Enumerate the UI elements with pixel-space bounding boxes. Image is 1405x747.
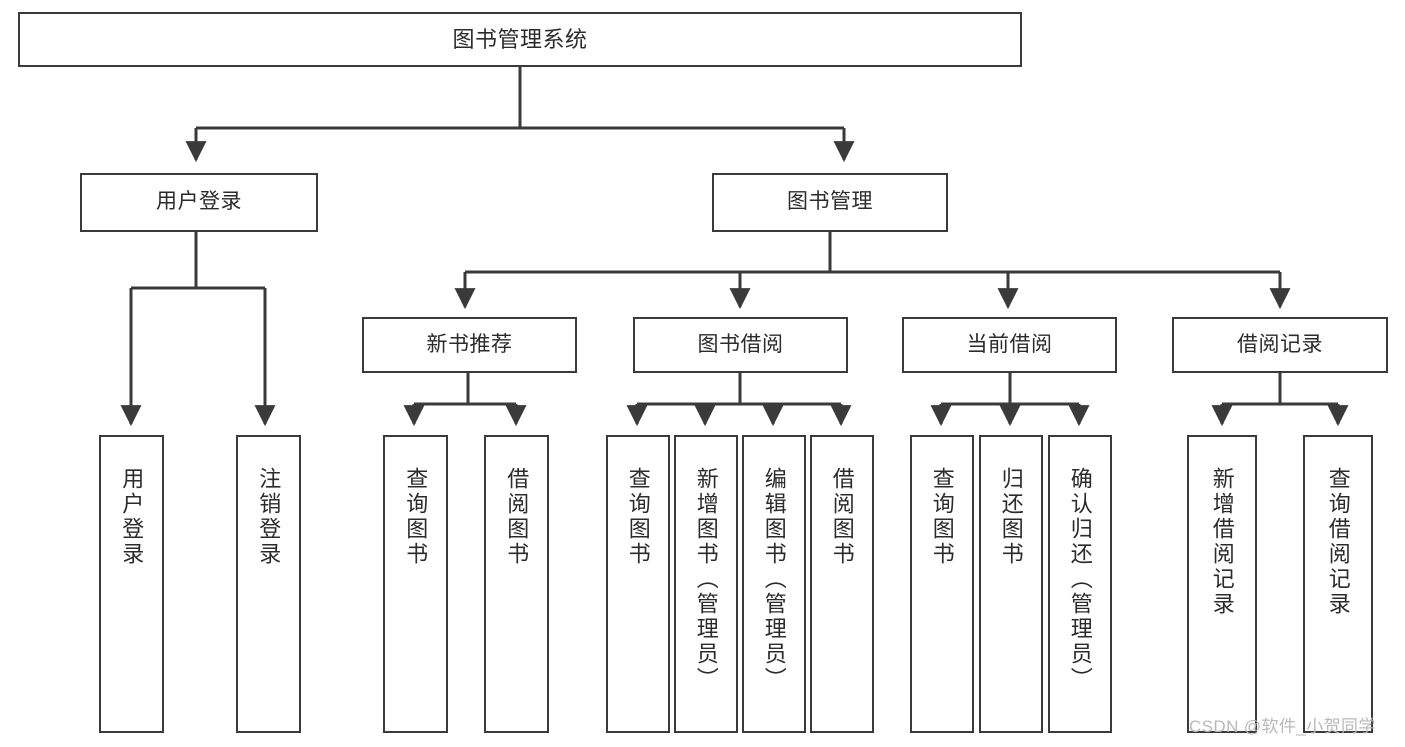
leaf-user-login[interactable]: 用户登录 <box>99 435 164 733</box>
leaf-edit-book-admin[interactable]: 编辑图书（管理员） <box>742 435 806 733</box>
node-label: 借阅图书 <box>504 467 530 567</box>
csdn-watermark: CSDN @软件_小贺同学 <box>1189 717 1376 736</box>
leaf-query-book-recommend[interactable]: 查询图书 <box>383 435 448 733</box>
node-new-book-recommend[interactable]: 新书推荐 <box>362 317 577 373</box>
node-label: 图书借阅 <box>697 332 784 356</box>
node-label: 借阅记录 <box>1237 332 1323 356</box>
leaf-add-book-admin[interactable]: 新增图书（管理员） <box>674 435 738 733</box>
node-label: 图书管理系统 <box>452 26 588 52</box>
leaf-return-book[interactable]: 归还图书 <box>979 435 1043 733</box>
node-user-login[interactable]: 用户登录 <box>80 173 318 232</box>
leaf-query-book-borrow[interactable]: 查询图书 <box>606 435 670 733</box>
node-label: 借阅图书 <box>829 467 855 567</box>
node-label: 新增图书（管理员） <box>693 467 719 692</box>
node-borrow-record[interactable]: 借阅记录 <box>1172 317 1388 373</box>
node-root-library-system[interactable]: 图书管理系统 <box>18 12 1022 67</box>
node-label: 归还图书 <box>998 467 1024 567</box>
leaf-borrow-book-recommend[interactable]: 借阅图书 <box>484 435 549 733</box>
node-label: 查询图书 <box>929 467 955 567</box>
node-label: 注销登录 <box>256 467 282 567</box>
node-label: 用户登录 <box>156 190 242 214</box>
node-label: 新增借阅记录 <box>1209 467 1235 617</box>
node-label: 图书管理 <box>787 190 873 214</box>
node-label: 查询图书 <box>403 467 429 567</box>
node-label: 查询借阅记录 <box>1325 467 1351 617</box>
leaf-borrow-book[interactable]: 借阅图书 <box>810 435 874 733</box>
node-label: 编辑图书（管理员） <box>761 467 787 692</box>
node-label: 新书推荐 <box>426 332 513 356</box>
leaf-query-borrow-record[interactable]: 查询借阅记录 <box>1303 435 1373 733</box>
node-label: 当前借阅 <box>966 332 1053 356</box>
node-label: 确认归还（管理员） <box>1067 467 1093 692</box>
node-label: 查询图书 <box>625 467 651 567</box>
node-book-management[interactable]: 图书管理 <box>712 173 948 232</box>
node-book-borrow[interactable]: 图书借阅 <box>633 317 848 373</box>
leaf-query-book-current[interactable]: 查询图书 <box>910 435 974 733</box>
node-label: 用户登录 <box>119 467 145 567</box>
leaf-confirm-return-admin[interactable]: 确认归还（管理员） <box>1048 435 1112 733</box>
leaf-add-borrow-record[interactable]: 新增借阅记录 <box>1187 435 1257 733</box>
leaf-logout-login[interactable]: 注销登录 <box>236 435 301 733</box>
node-current-borrow[interactable]: 当前借阅 <box>902 317 1117 373</box>
